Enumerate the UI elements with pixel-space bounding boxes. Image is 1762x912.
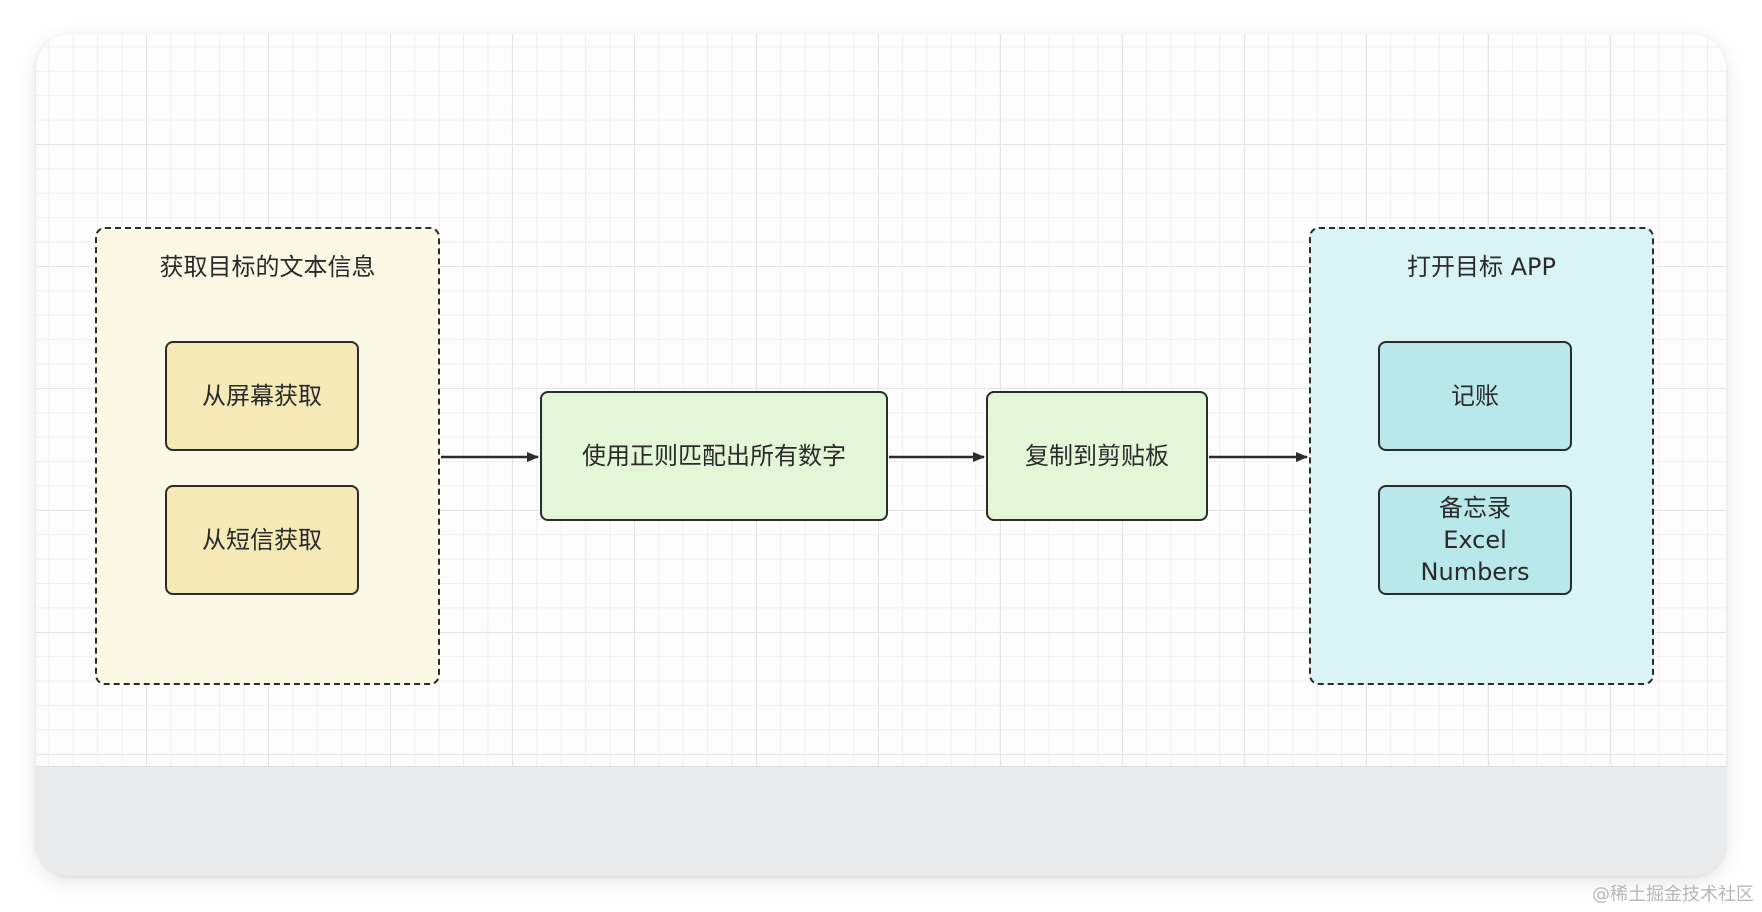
node-copy-to-clipboard[interactable]: 复制到剪贴板	[986, 391, 1208, 521]
node-label: 复制到剪贴板	[1025, 442, 1169, 470]
node-label-line: Excel	[1443, 526, 1507, 554]
node-label: 使用正则匹配出所有数字	[582, 442, 846, 470]
node-label: 从屏幕获取	[202, 382, 322, 410]
node-label: 从短信获取	[202, 526, 322, 554]
node-regex-match-numbers[interactable]: 使用正则匹配出所有数字	[540, 391, 888, 521]
node-label-line: Numbers	[1420, 558, 1530, 586]
node-label-line: 备忘录	[1438, 494, 1511, 522]
group-get-text-info[interactable]: 获取目标的文本信息	[95, 227, 440, 685]
group-title-open-target-app: 打开目标 APP	[1407, 253, 1556, 281]
node-accounting[interactable]: 记账	[1378, 341, 1572, 451]
card-footer	[36, 766, 1726, 876]
watermark: @稀土掘金技术社区	[1592, 884, 1754, 905]
node-label: 记账	[1451, 382, 1499, 410]
node-from-screen[interactable]: 从屏幕获取	[165, 341, 359, 451]
group-open-target-app[interactable]: 打开目标 APP	[1309, 227, 1654, 685]
node-notes-excel-numbers[interactable]: 备忘录 Excel Numbers	[1378, 485, 1572, 595]
node-from-sms[interactable]: 从短信获取	[165, 485, 359, 595]
group-title-get-text-info: 获取目标的文本信息	[159, 253, 376, 281]
